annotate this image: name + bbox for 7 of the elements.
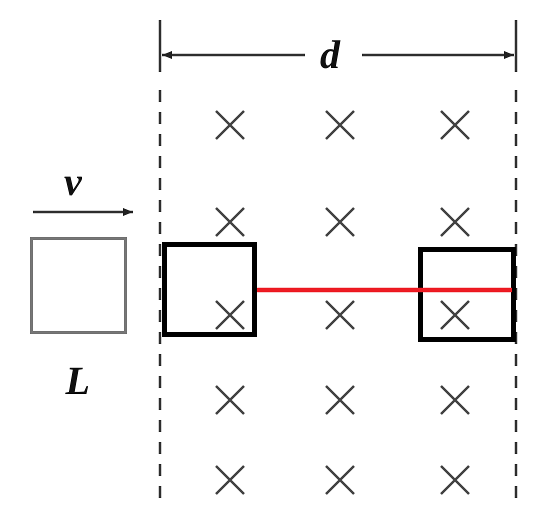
velocity-label: v (64, 162, 82, 202)
width-label: d (320, 35, 340, 75)
loop-position-box (418, 247, 516, 342)
wire-loop (30, 237, 127, 334)
loop-position-box (162, 242, 257, 337)
connector-line (257, 288, 512, 292)
side-length-label: L (66, 361, 90, 401)
